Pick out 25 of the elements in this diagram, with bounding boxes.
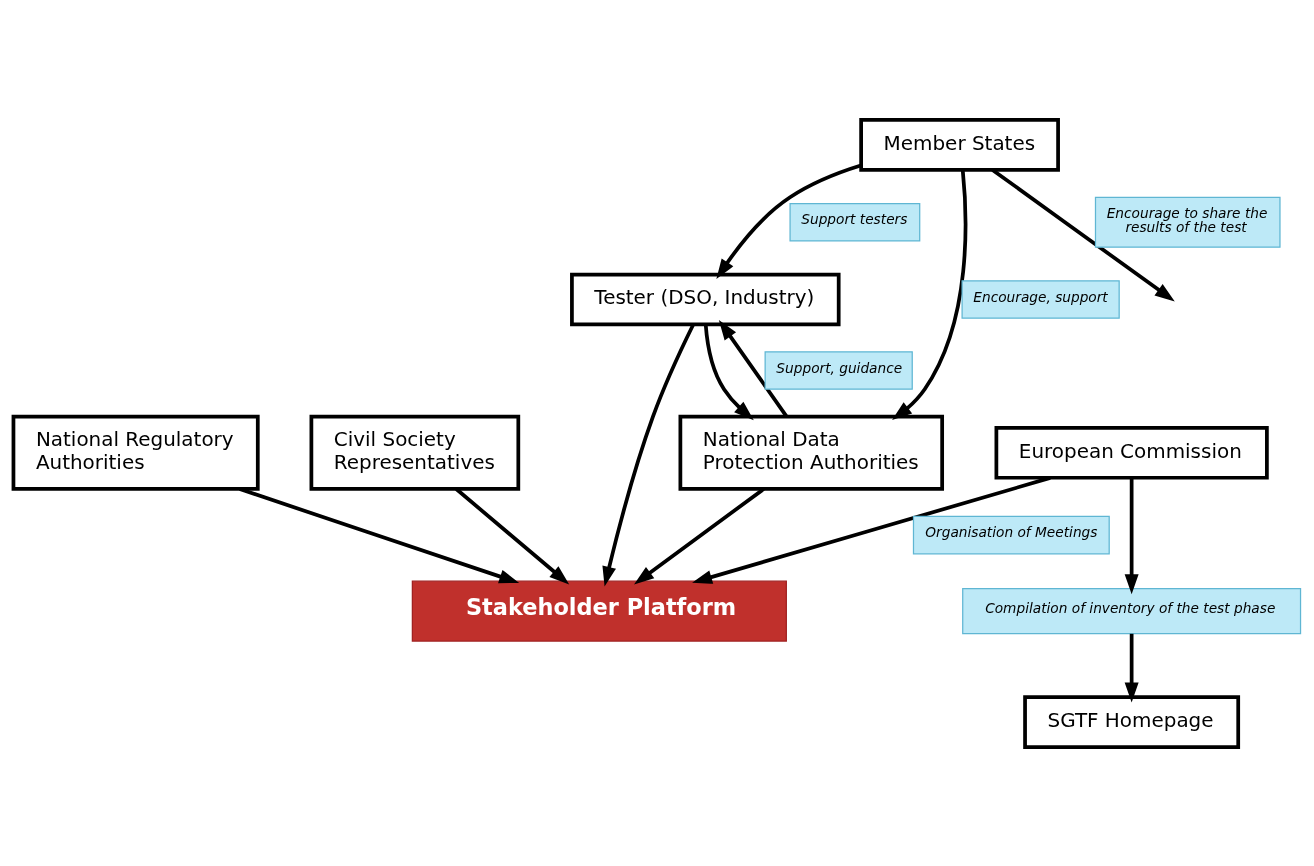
arrow	[1124, 477, 1139, 594]
node-box: National Data Protection Authorities	[678, 414, 944, 491]
node-box: Compilation of inventory of the test phase	[962, 587, 1302, 634]
arrow	[692, 475, 1051, 584]
arrow	[892, 169, 968, 420]
node-box: SGTF Homepage	[1023, 694, 1241, 749]
edge-label: Encourage to share the results of the test	[1106, 204, 1268, 235]
node-box: Civil Society Representatives	[309, 414, 521, 491]
arrow	[239, 486, 520, 583]
arrow	[1124, 633, 1139, 702]
node-box: Member States	[859, 117, 1060, 172]
edge-label: Organisation of Meetings	[925, 523, 1098, 540]
arrow	[703, 324, 754, 420]
edge-label: Support testers	[801, 210, 908, 227]
node-box: European Commission	[994, 425, 1269, 480]
node-box: National Regulatory Authorities	[11, 414, 260, 491]
arrow	[455, 487, 570, 584]
arrow	[716, 163, 862, 279]
node-box: Tester (DSO, Industry)	[570, 272, 841, 326]
edge-label: Support, guidance	[776, 359, 903, 376]
arrow	[602, 323, 695, 586]
arrow	[718, 319, 789, 418]
arrow	[634, 487, 765, 584]
edge-label: Encourage, support	[973, 288, 1108, 305]
node-box: Stakeholder Platform	[411, 580, 787, 642]
